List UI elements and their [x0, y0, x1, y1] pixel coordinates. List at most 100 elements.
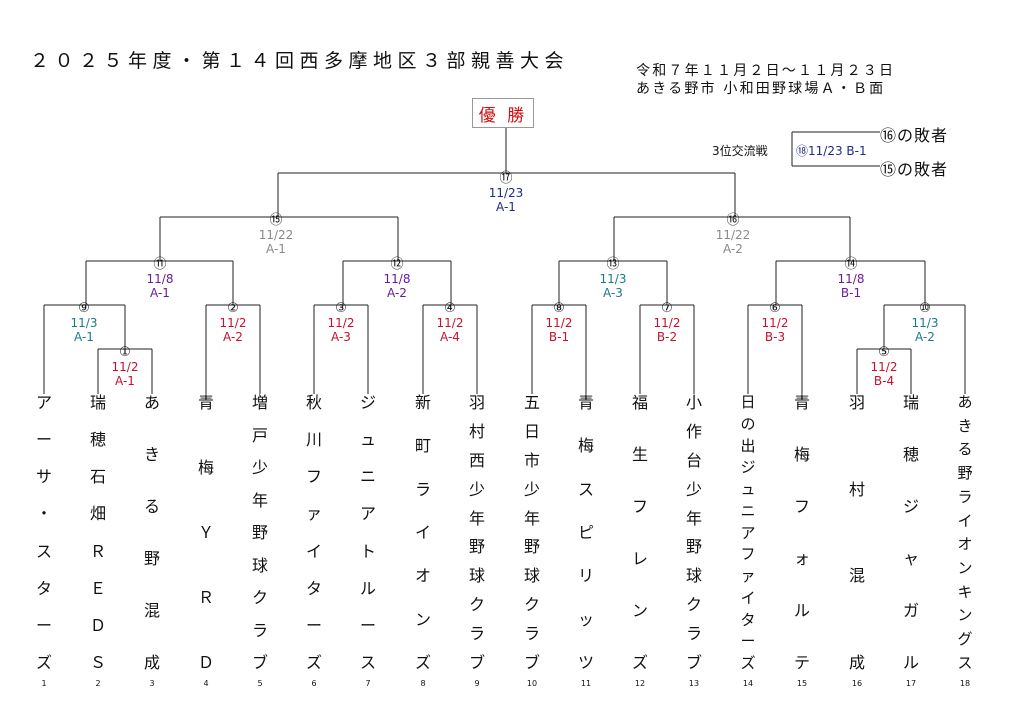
- team-name-char: 穂: [902, 445, 919, 464]
- team-name-char: オ: [957, 535, 973, 554]
- team-name-char: フ: [793, 497, 810, 516]
- team-name-char: ク: [468, 595, 485, 615]
- team-index: 2: [95, 679, 101, 688]
- team-name-char: 川: [305, 430, 322, 450]
- team-name-char: ブ: [523, 652, 540, 672]
- match-info: 11/22: [258, 228, 294, 242]
- team-name-char: ス: [359, 652, 376, 672]
- match-number: ⑯: [726, 213, 740, 228]
- team-name-char: 五: [523, 393, 540, 412]
- team-name-char: ン: [414, 609, 431, 629]
- third-place-loser-a: ⑯の敗者: [880, 126, 949, 145]
- team-name-char: ス: [957, 653, 973, 672]
- team-name-char: ト: [359, 541, 376, 561]
- team-name: 瑞穂ジャガル: [898, 394, 924, 672]
- team-index: 13: [688, 679, 700, 688]
- team-index: 8: [420, 679, 426, 688]
- team-name-char: ー: [305, 615, 322, 635]
- team-name-char: Ｄ: [89, 615, 106, 635]
- match-number: ⑮: [269, 213, 283, 228]
- match-info: 11/2: [761, 316, 789, 330]
- match-info: A-2: [387, 286, 407, 300]
- third-place-loser-b: ⑮の敗者: [880, 160, 949, 179]
- team-name: 羽村混成: [844, 394, 870, 672]
- match-number: ⑭: [844, 257, 858, 272]
- team-name-char: オ: [414, 566, 431, 586]
- match-info: B-2: [656, 330, 678, 344]
- team-name-char: ア: [740, 523, 756, 542]
- team-name-char: ラ: [414, 479, 431, 499]
- team-name-char: 市: [523, 450, 540, 470]
- match-info: 11/8: [146, 272, 174, 286]
- team-name-char: イ: [305, 541, 322, 561]
- tournament-venue: あきる野市 小和田野球場Ａ・Ｂ面: [636, 81, 886, 97]
- team-name-char: ァ: [305, 504, 322, 524]
- team-index: 5: [257, 679, 263, 688]
- team-name: 小作台少年野球クラブ: [681, 394, 707, 672]
- team-name-char: ラ: [957, 487, 973, 506]
- match-number: ⑦: [661, 301, 673, 316]
- match-info: 11/3: [911, 316, 939, 330]
- team-name-char: の: [740, 414, 756, 433]
- match-info: 11/8: [837, 272, 865, 286]
- team-name-char: サ: [35, 467, 52, 487]
- team-index: 15: [796, 679, 808, 688]
- team-name-char: Ｅ: [89, 578, 106, 598]
- team-name-char: 野: [143, 549, 160, 568]
- team-name: 福生フレンズ: [627, 394, 653, 672]
- team-name-char: き: [143, 445, 160, 464]
- team-name-char: 球: [523, 566, 540, 586]
- team-name-char: ル: [793, 601, 810, 620]
- match-info: A-3: [603, 286, 623, 300]
- team-name-char: ン: [957, 559, 973, 578]
- team-index: 17: [905, 679, 917, 688]
- team-name-char: 小: [685, 393, 702, 412]
- team-name-char: 梅: [197, 458, 214, 477]
- team-name-char: Ｄ: [197, 653, 214, 672]
- team-name-char: ォ: [793, 549, 810, 568]
- team-name-char: イ: [740, 588, 756, 607]
- team-name-char: ピ: [577, 522, 594, 542]
- match-info: 11/3: [599, 272, 627, 286]
- team-index: 14: [742, 679, 754, 688]
- team-name-char: ア: [35, 393, 52, 412]
- team-name-char: 西: [468, 450, 485, 470]
- team-name: あきる野ライオンキングス: [952, 394, 978, 672]
- match-info: A-3: [331, 330, 351, 344]
- team-name-char: イ: [414, 522, 431, 542]
- team-name-char: ー: [740, 632, 756, 651]
- team-name-char: 秋: [305, 393, 322, 412]
- team-name: 羽村西少年野球クラブ: [464, 394, 490, 672]
- match-number: ④: [444, 301, 456, 316]
- match-info: B-4: [873, 374, 895, 388]
- team-name-char: 青: [197, 393, 214, 412]
- team-name-char: 作: [685, 421, 702, 441]
- team-name-char: 梅: [577, 436, 594, 456]
- team-name-char: 出: [740, 436, 756, 455]
- team-name-char: ズ: [631, 653, 648, 672]
- team-name-char: あ: [143, 393, 160, 412]
- team-name-char: る: [143, 497, 160, 516]
- team-name-char: あ: [957, 393, 973, 411]
- team-name-char: ー: [35, 430, 52, 450]
- team-name-char: ラ: [251, 620, 268, 640]
- team-name-char: ズ: [414, 652, 431, 672]
- match-info: A-4: [440, 330, 460, 344]
- team-name-char: 少: [468, 479, 485, 499]
- team-name-char: 野: [685, 537, 702, 557]
- team-name: 五日市少年野球クラブ: [519, 394, 545, 672]
- team-name: ジュニアトルース: [355, 394, 381, 672]
- team-name-char: Ｒ: [89, 541, 106, 561]
- match-number: ⑥: [769, 301, 781, 316]
- team-index: 3: [149, 679, 155, 688]
- match-info: B-1: [548, 330, 570, 344]
- team-name-char: 日: [523, 421, 540, 441]
- team-name-char: フ: [305, 467, 322, 487]
